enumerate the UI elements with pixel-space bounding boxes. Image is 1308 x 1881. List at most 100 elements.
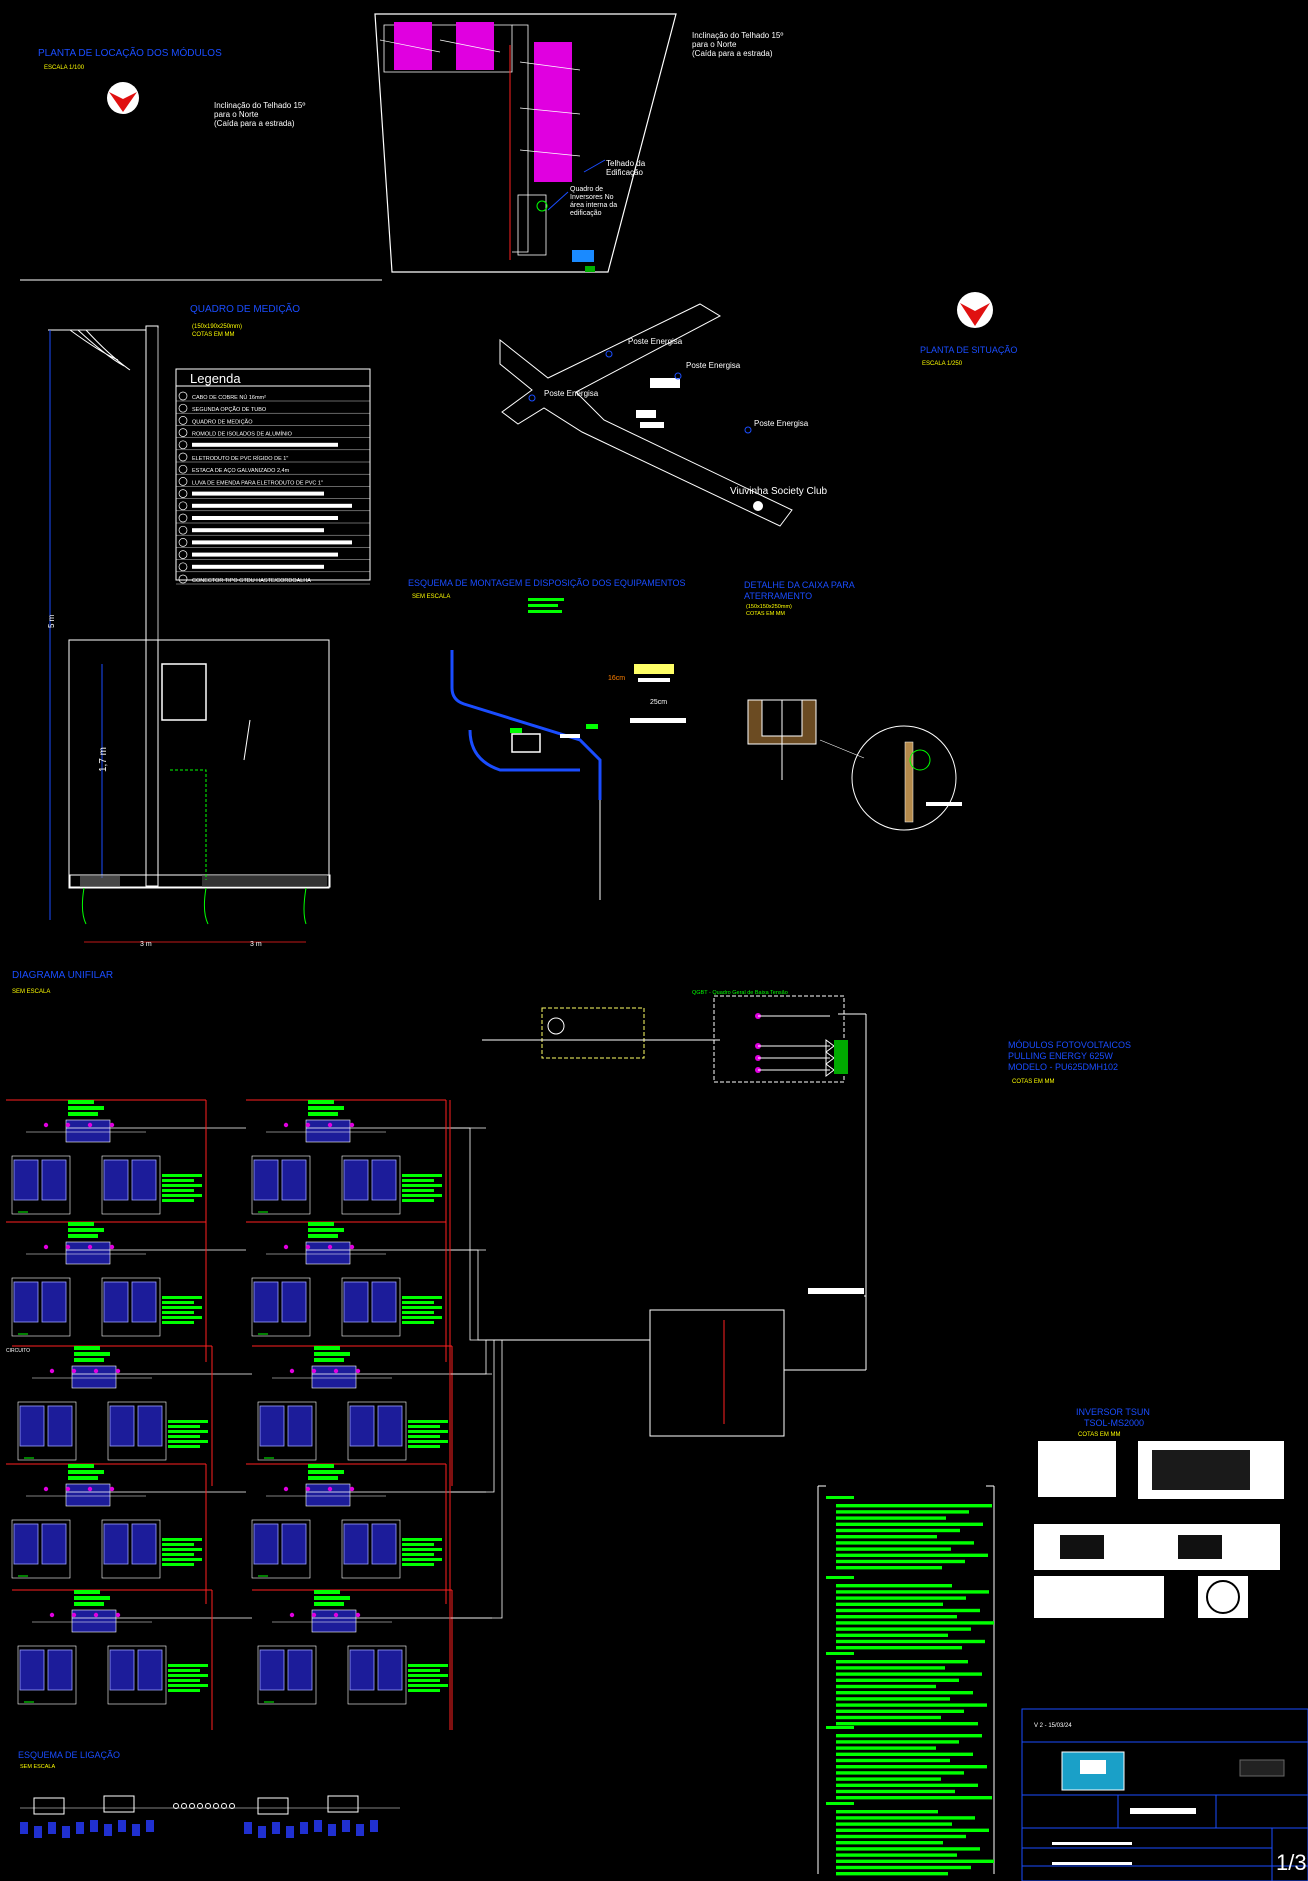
string-group	[6, 1221, 246, 1362]
poste-label-1: Poste Energisa	[628, 337, 683, 346]
legend-symbol-icon	[178, 501, 188, 511]
solar-panel-icon	[287, 1405, 313, 1447]
solar-panel-icon	[377, 1405, 403, 1447]
solar-panel-icon	[281, 1281, 307, 1323]
legend-title: Legenda	[190, 371, 241, 386]
qgbt-box	[713, 995, 845, 1083]
meter-group	[541, 1007, 645, 1059]
solar-panel-icon	[343, 1159, 369, 1201]
inverter-icon	[311, 1609, 357, 1633]
club-label: Viuvinha Society Club	[730, 486, 828, 497]
legend-symbol-icon	[178, 550, 188, 559]
inverter-icon	[33, 1797, 65, 1815]
esquema-montagem-title: ESQUEMA DE MONTAGEM E DISPOSIÇÃO DOS EQU…	[408, 578, 686, 588]
title-block: V 2 - 15/03/24 1/3	[1021, 1708, 1308, 1881]
string-box	[649, 1309, 785, 1437]
dim-3m-a: 3 m	[140, 941, 152, 948]
string-group	[6, 1463, 246, 1604]
solar-panel-icon	[20, 1822, 28, 1834]
modulos-cotas: COTAS EM MM	[1012, 1079, 1055, 1085]
modulos-title-2: PULLING ENERGY 625W	[1008, 1051, 1113, 1061]
dim-25cm: 25cm	[650, 699, 667, 706]
solar-panel-icon	[104, 1824, 112, 1836]
solar-panel-icon	[281, 1159, 307, 1201]
detalhe-caixa-title-1: DETALHE DA CAIXA PARA	[744, 580, 855, 590]
string-group	[246, 1221, 486, 1362]
circuito-label: CIRCUITO	[6, 1348, 30, 1354]
notes-block	[817, 1485, 995, 1876]
solar-panel-icon	[259, 1405, 285, 1447]
solar-panel-icon	[109, 1649, 135, 1691]
quadro-medicao-title: QUADRO DE MEDIÇÃO	[190, 302, 300, 315]
solar-panel-icon	[131, 1281, 157, 1323]
inverter-icon	[311, 1365, 357, 1389]
inversor-section: INVERSOR TSUN TSOL-MS2000 COTAS EM MM	[1034, 1407, 1284, 1618]
inversor-cotas: COTAS EM MM	[1078, 1432, 1121, 1438]
detalhe-caixa-dims: (150x150x250mm)	[746, 604, 792, 610]
legend-item-label: CABO DE COBRE NÚ 16mm²	[192, 394, 266, 401]
legend-symbol-icon	[178, 464, 188, 474]
solar-panel-icon	[272, 1822, 280, 1834]
quadro-medicao-dims: (150x190x250mm)	[192, 324, 242, 330]
solar-panel-icon	[371, 1523, 397, 1565]
detalhe-caixa-title-2: ATERRAMENTO	[744, 591, 812, 601]
legend-symbol-icon	[178, 440, 188, 450]
poste-label-3: Poste Energisa	[544, 389, 599, 398]
solar-panel-icon	[41, 1523, 67, 1565]
planta-modulos-scale: ESCALA 1/100	[44, 65, 85, 71]
solar-panel-icon	[103, 1159, 129, 1201]
solar-panel-icon	[146, 1820, 154, 1832]
solar-panel-icon	[300, 1822, 308, 1834]
qgbt-label: QGBT - Quadro Geral de Baixa Tensão	[692, 990, 788, 996]
esquema-ligacao-scale: SEM ESCALA	[20, 1764, 55, 1770]
legend-item-label: ESTACA DE AÇO GALVANIZADO 2,4m	[192, 468, 290, 474]
string-group	[246, 1463, 486, 1604]
solar-panel-icon	[62, 1826, 70, 1838]
solar-panel-icon	[19, 1405, 45, 1447]
legend-item-label: QUADRO DE MEDIÇÃO	[192, 418, 253, 425]
esquema-montagem-scale: SEM ESCALA	[412, 594, 450, 600]
solar-panel-icon	[34, 1826, 42, 1838]
diagrama-unifilar-scale: SEM ESCALA	[12, 989, 50, 995]
string-group	[12, 1345, 252, 1486]
poste-label-4: Poste Energisa	[754, 419, 809, 428]
solar-panel-icon	[41, 1281, 67, 1323]
solar-panel-icon	[281, 1523, 307, 1565]
legend-item-label: ELETRODUTO DE PVC RÍGIDO DE 1"	[192, 455, 288, 462]
legend-symbol-icon	[178, 538, 188, 547]
inverter-icon	[65, 1241, 111, 1265]
module-block	[456, 22, 494, 70]
solar-panel-icon	[13, 1159, 39, 1201]
solar-panel-icon	[370, 1820, 378, 1832]
string-group	[6, 1099, 246, 1240]
legend-item-label: ROMOLD DE ISOLADOS DE ALUMÍNIO	[192, 431, 293, 438]
sheet-number: 1/3	[1276, 1850, 1307, 1875]
solar-panel-icon	[47, 1405, 73, 1447]
inverter-icon	[327, 1795, 359, 1813]
string-group	[246, 1099, 486, 1240]
module-block	[534, 42, 572, 182]
modulos-title-1: MÓDULOS FOTOVOLTAICOS	[1008, 1040, 1131, 1050]
solar-panel-icon	[41, 1159, 67, 1201]
solar-panel-icon	[349, 1649, 375, 1691]
inverter-icon	[257, 1797, 289, 1815]
inclinacao-text-2: para o Norte	[214, 110, 259, 119]
inverter-icon	[65, 1483, 111, 1507]
solar-panel-icon	[286, 1826, 294, 1838]
modulos-title-3: MODELO - PU625DMH102	[1008, 1062, 1118, 1072]
north-arrow-icon	[957, 292, 993, 328]
inverter-icon	[305, 1483, 351, 1507]
solar-panel-icon	[76, 1822, 84, 1834]
solar-panel-icon	[328, 1824, 336, 1836]
dim-5m: 5 m	[47, 614, 56, 628]
solar-panel-icon	[356, 1824, 364, 1836]
solar-panel-icon	[19, 1649, 45, 1691]
solar-panel-icon	[253, 1523, 279, 1565]
solar-panel-icon	[343, 1523, 369, 1565]
dim-17m: 1,7 m	[98, 747, 109, 772]
version-label: V 2 - 15/03/24	[1034, 1723, 1072, 1729]
solar-panel-icon	[259, 1649, 285, 1691]
quadro-medicao-cotas: COTAS EM MM	[192, 332, 235, 338]
legend-item-label: CONECTOR TIPO GTDU HASTE/CORDOALHA	[192, 578, 311, 584]
